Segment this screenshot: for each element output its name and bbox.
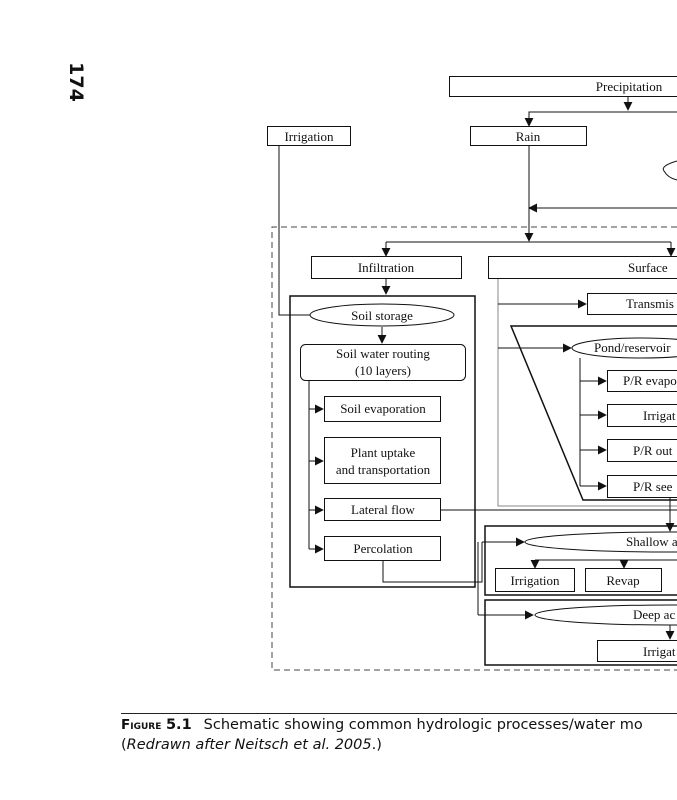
caption-number: 5.1 bbox=[165, 717, 192, 733]
surface-label: Surface bbox=[628, 260, 668, 275]
precipitation-box: Precipitation bbox=[449, 76, 677, 97]
soil-evaporation-label: Soil evaporation bbox=[340, 401, 426, 416]
pond-reservoir-panel bbox=[509, 325, 677, 501]
pr-evaporation-label: P/R evapo bbox=[623, 373, 677, 388]
snow-ellipse-edge bbox=[662, 160, 677, 181]
plant-uptake-box: Plant uptake and transportation bbox=[324, 437, 441, 484]
surface-box: Surface bbox=[488, 256, 677, 279]
pr-seepage-label: P/R see bbox=[633, 479, 673, 494]
revap-box: Revap bbox=[585, 568, 662, 592]
caption-credit-close: .) bbox=[371, 737, 382, 753]
irrigation-to-soil-line bbox=[278, 146, 311, 316]
caption-credit-open: ( bbox=[121, 737, 127, 753]
soil-storage-node: Soil storage bbox=[309, 303, 455, 327]
pr-irrigation-box: Irrigat bbox=[607, 404, 677, 427]
shallow-aquifer-label: Shallow a bbox=[626, 534, 677, 549]
caption-credit: Redrawn after Neitsch et al. 2005 bbox=[126, 737, 372, 753]
pr-irrigation-label: Irrigat bbox=[643, 408, 676, 423]
deep-irrigation-box: Irrigat bbox=[597, 640, 677, 662]
percolation-to-aquifer-line bbox=[382, 542, 483, 583]
soil-water-routing-label-1: Soil water routing bbox=[336, 346, 430, 361]
figure-caption: Figure 5.1 Schematic showing common hydro… bbox=[121, 715, 677, 755]
shallow-irrigation-box: Irrigation bbox=[495, 568, 575, 592]
rain-label: Rain bbox=[516, 129, 541, 144]
pr-seepage-box: P/R see bbox=[607, 475, 677, 498]
deep-aquifer-label: Deep ac bbox=[633, 607, 675, 622]
soil-water-routing-box: Soil water routing (10 layers) bbox=[300, 344, 466, 381]
pr-outflow-box: P/R out bbox=[607, 439, 677, 462]
caption-text: Schematic showing common hydrologic proc… bbox=[203, 717, 643, 733]
soil-evaporation-box: Soil evaporation bbox=[324, 396, 441, 422]
percolation-box: Percolation bbox=[324, 536, 441, 561]
rain-box: Rain bbox=[470, 126, 587, 146]
lateral-flow-label: Lateral flow bbox=[351, 502, 415, 517]
hydrologic-process-diagram: Precipitation Irrigation Rain Infiltrati… bbox=[267, 76, 677, 671]
surface-runoff-panel bbox=[497, 279, 677, 507]
soil-storage-label: Soil storage bbox=[351, 308, 413, 323]
deep-aquifer-node: Deep ac bbox=[534, 604, 677, 626]
caption-line-2: (Redrawn after Neitsch et al. 2005.) bbox=[121, 735, 677, 755]
pr-outflow-label: P/R out bbox=[633, 443, 673, 458]
infiltration-box: Infiltration bbox=[311, 256, 462, 279]
transmission-label: Transmis bbox=[626, 296, 674, 311]
deep-aquifer-container bbox=[484, 599, 677, 666]
pr-evaporation-box: P/R evapo bbox=[607, 370, 677, 392]
precipitation-label: Precipitation bbox=[596, 79, 663, 94]
percolation-label: Percolation bbox=[353, 541, 413, 556]
lateral-flow-box: Lateral flow bbox=[324, 498, 441, 521]
plant-uptake-label-1: Plant uptake bbox=[351, 445, 416, 460]
caption-rule bbox=[121, 713, 677, 714]
infiltration-label: Infiltration bbox=[358, 260, 415, 275]
plant-uptake-label-2: and transportation bbox=[336, 462, 431, 477]
caption-line-1: Figure 5.1 Schematic showing common hydro… bbox=[121, 715, 677, 735]
pond-reservoir-node: Pond/reservoir bbox=[571, 337, 677, 359]
revap-label: Revap bbox=[606, 573, 639, 588]
shallow-aquifer-container bbox=[484, 525, 677, 596]
irrigation-source-box: Irrigation bbox=[267, 126, 351, 146]
deep-irrigation-label: Irrigat bbox=[643, 644, 676, 659]
caption-label: Figure bbox=[121, 717, 162, 733]
shallow-irrigation-label: Irrigation bbox=[510, 573, 560, 588]
soil-water-routing-label-2: (10 layers) bbox=[355, 363, 411, 378]
pond-reservoir-label: Pond/reservoir bbox=[594, 340, 671, 355]
arrow-precip-rain bbox=[524, 111, 677, 127]
transmission-box: Transmis bbox=[587, 293, 677, 315]
irrigation-source-label: Irrigation bbox=[284, 129, 334, 144]
watershed-boundary bbox=[271, 226, 677, 671]
shallow-aquifer-node: Shallow a bbox=[524, 531, 677, 553]
soil-profile-container bbox=[289, 295, 476, 588]
